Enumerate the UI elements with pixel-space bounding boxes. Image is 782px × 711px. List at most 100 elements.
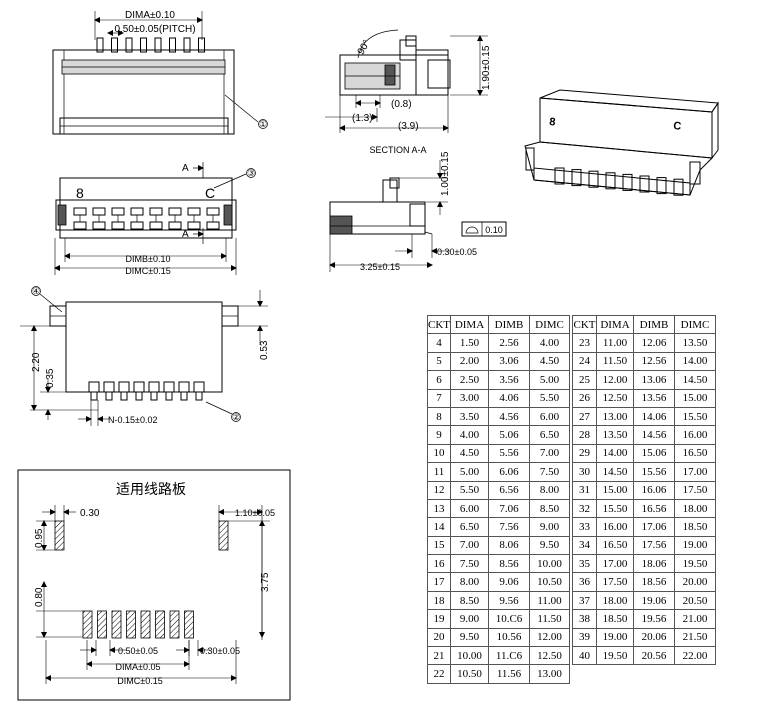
front-pins (96, 37, 205, 53)
lead-width: N-0.15±0.02 (108, 415, 157, 425)
table-cell: 31 (572, 480, 597, 500)
table-cell: 20.06 (633, 627, 675, 648)
pcb-pad (184, 610, 194, 639)
table-cell: 16.06 (633, 480, 675, 500)
dimb-label: DIMB±0.10 (126, 254, 171, 264)
top-contact (187, 221, 201, 230)
table-cell: 7.50 (529, 462, 570, 482)
table-cell: 14 (427, 517, 451, 537)
top-contact (73, 207, 87, 216)
table-cell: 18.56 (633, 572, 675, 592)
table-cell: 7.00 (529, 443, 570, 464)
iso-mark-8: 8 (549, 116, 556, 129)
front-pin (111, 37, 118, 53)
front-pin (140, 37, 147, 53)
table-cell: 32 (572, 498, 597, 519)
table-cell: 3.00 (450, 388, 489, 408)
callout-4: ④ (32, 286, 40, 296)
table-cell: 22.00 (674, 646, 716, 666)
callout-1: ① (259, 119, 267, 129)
rear-pin (133, 381, 145, 401)
table-cell: 2.50 (450, 370, 489, 390)
top-contact (187, 207, 201, 216)
table-cell: 26 (572, 388, 597, 408)
table-cell: 10.50 (529, 572, 570, 592)
table-cell: 12.50 (529, 646, 570, 666)
table-cell: 13.00 (529, 664, 570, 684)
top-contact (168, 221, 182, 230)
dimc-label: DIMC±0.15 (125, 266, 170, 276)
table-cell: 18.00 (596, 590, 634, 611)
pcb-dimc: DIMC±0.15 (117, 676, 162, 686)
table-cell: 9.00 (529, 517, 570, 537)
angle-label: 90° (356, 38, 373, 57)
front-pin (198, 37, 205, 53)
isometric-view: 8 C (524, 89, 719, 196)
front-pin (183, 37, 191, 53)
table-cell: 35 (572, 554, 597, 574)
rear-pin (88, 381, 100, 401)
table-cell: 19 (427, 609, 451, 629)
pcb-375: 3.75 (260, 572, 271, 592)
table-cell: 7.06 (488, 498, 530, 519)
table-cell: 15.50 (596, 498, 634, 519)
table-cell: 6.56 (488, 480, 530, 500)
table-cell: 34 (572, 535, 597, 556)
table-cell: 13 (427, 498, 451, 519)
table-cell: 4 (427, 333, 451, 353)
table-cell: 6.00 (529, 406, 570, 427)
iso-pin (673, 178, 684, 196)
table-cell: 8 (427, 406, 451, 427)
table-cell: 5.00 (529, 370, 570, 390)
table-cell: 14.00 (674, 351, 716, 372)
iso-pin (588, 170, 599, 188)
col-dimc: DIMC (674, 314, 716, 335)
col-dimb: DIMB (488, 314, 530, 335)
table-cell: 13.06 (633, 370, 675, 390)
rear-pin (148, 381, 160, 401)
table-cell: 16.00 (674, 425, 716, 445)
table-cell: 14.56 (633, 425, 675, 445)
table-cell: 11.50 (529, 609, 570, 629)
table-cell: 19.56 (633, 609, 675, 629)
pcb-bottom-pads (82, 610, 194, 639)
front-pin (125, 37, 133, 53)
table-cell: 14.50 (596, 462, 634, 482)
rear-pins (88, 381, 205, 401)
table-cell: 24 (572, 351, 597, 372)
table-cell: 20 (427, 627, 451, 648)
table-cell: 25 (572, 370, 597, 390)
table-cell: 19.50 (596, 646, 634, 666)
table-cell: 4.50 (450, 443, 489, 464)
table-cell: 17.00 (596, 554, 634, 574)
table-cell: 39 (572, 627, 597, 648)
pcb-pad (82, 610, 93, 639)
rear-view: ④ 0.53 ② 2.20 0.35 N-0.15±0.02 (20, 286, 270, 426)
table-cell: 4.00 (450, 425, 489, 445)
table-cell: 9.50 (529, 535, 570, 556)
top-contact (111, 221, 125, 230)
table-cell: 30 (572, 462, 597, 482)
section-view: 90° 1.90±0.15 (0.8) (1.3) (3.9) SECTION … (325, 29, 492, 155)
table-cell: 11.00 (529, 590, 570, 611)
table-cell: 15.00 (674, 388, 716, 408)
table-cell: 11 (427, 462, 451, 482)
pcb-pad (169, 610, 180, 639)
table-cell: 10.C6 (488, 609, 530, 629)
rear-pin (118, 381, 130, 401)
iso-pin (656, 177, 667, 195)
table-cell: 11.C6 (488, 646, 530, 666)
rear-220: 2.20 (31, 352, 42, 372)
arrow-a-bottom: A (182, 229, 189, 240)
